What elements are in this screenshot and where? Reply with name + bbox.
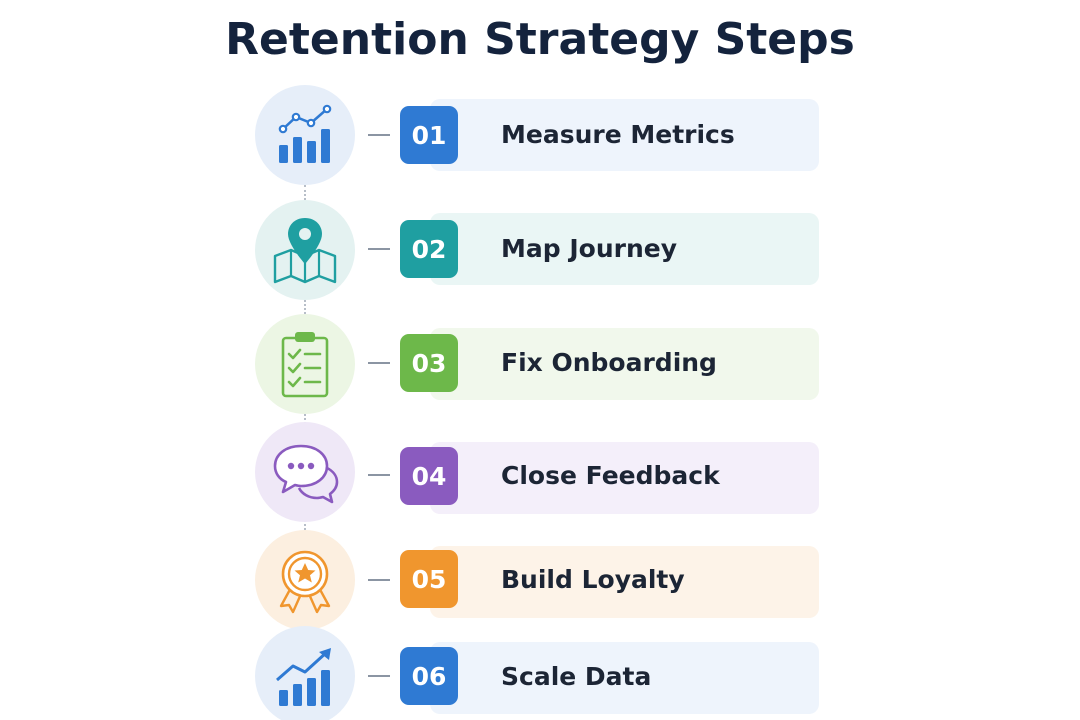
step-label: Fix Onboarding bbox=[501, 348, 717, 377]
bar-chart-line-icon bbox=[278, 104, 332, 163]
step-label: Close Feedback bbox=[501, 461, 720, 490]
timeline-connector bbox=[304, 414, 306, 424]
step-card bbox=[430, 99, 819, 171]
step-card bbox=[430, 546, 819, 618]
timeline-connector bbox=[304, 300, 306, 314]
step-icon-circle bbox=[255, 314, 355, 414]
step-number-badge: 03 bbox=[400, 334, 458, 392]
step-icon-circle bbox=[255, 626, 355, 720]
step-label: Measure Metrics bbox=[501, 120, 735, 149]
step-connector-dash bbox=[368, 474, 390, 476]
step-label: Map Journey bbox=[501, 234, 678, 263]
step-icon-circle bbox=[255, 530, 355, 630]
step-label: Scale Data bbox=[501, 662, 652, 691]
clipboard-checklist-icon bbox=[281, 332, 329, 398]
award-ribbon-icon bbox=[279, 550, 331, 614]
step-number-badge: 05 bbox=[400, 550, 458, 608]
step-number-badge: 06 bbox=[400, 647, 458, 705]
chat-bubbles-icon bbox=[273, 444, 339, 504]
step-icon-circle bbox=[255, 85, 355, 185]
step-number-badge: 04 bbox=[400, 447, 458, 505]
step-connector-dash bbox=[368, 134, 390, 136]
timeline-connector bbox=[304, 185, 306, 200]
step-number-badge: 01 bbox=[400, 106, 458, 164]
map-pin-icon bbox=[273, 218, 337, 284]
growth-chart-icon bbox=[276, 648, 331, 706]
step-card bbox=[430, 213, 819, 285]
step-card bbox=[430, 442, 819, 514]
step-icon-circle bbox=[255, 200, 355, 300]
timeline-connector bbox=[304, 520, 306, 530]
step-connector-dash bbox=[368, 579, 390, 581]
step-label: Build Loyalty bbox=[501, 565, 685, 594]
step-icon-circle bbox=[255, 422, 355, 522]
step-card bbox=[430, 642, 819, 714]
step-connector-dash bbox=[368, 675, 390, 677]
page-title: Retention Strategy Steps bbox=[225, 14, 855, 65]
step-connector-dash bbox=[368, 362, 390, 364]
step-connector-dash bbox=[368, 248, 390, 250]
step-number-badge: 02 bbox=[400, 220, 458, 278]
step-card bbox=[430, 328, 819, 400]
